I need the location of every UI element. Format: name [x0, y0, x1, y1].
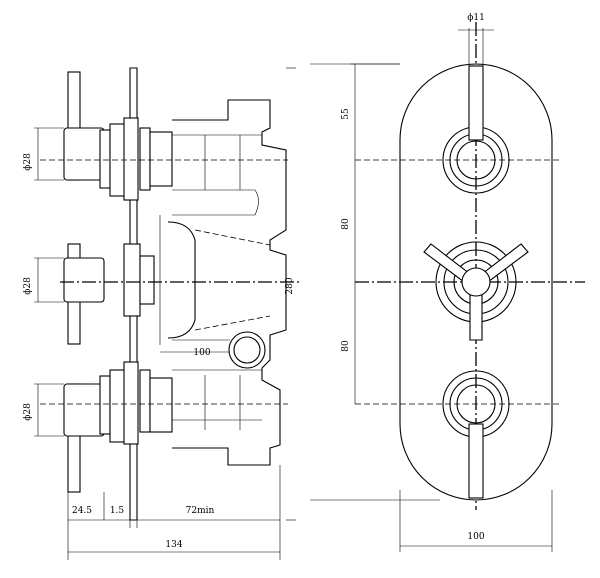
dim-label-port-100: 100 [193, 348, 210, 358]
dim-label-134: 134 [165, 540, 182, 550]
dim-label-phi11: ϕ11 [467, 13, 485, 23]
front-view: ϕ11 55 80 80 100 [310, 13, 585, 552]
dim-label-80-upper: 80 [341, 218, 351, 230]
middle-control [423, 241, 529, 341]
top-handle [63, 71, 173, 201]
central-cavity [167, 221, 196, 339]
dim-label-55: 55 [341, 108, 351, 120]
dim-label-24-5: 24.5 [72, 506, 92, 516]
dim-label-phi28-mid: ϕ28 [23, 277, 33, 295]
dim-label-1-5: 1.5 [110, 506, 125, 516]
dim-label-width-100: 100 [467, 532, 484, 542]
valve-body [172, 99, 287, 466]
dim-label-phi28-top: ϕ28 [23, 153, 33, 171]
dim-label-80-lower: 80 [341, 340, 351, 352]
side-view: ϕ28 ϕ28 ϕ28 280 100 24.5 1.5 72min 134 [23, 67, 300, 560]
dim-label-72min: 72min [186, 506, 215, 516]
top-control [442, 65, 510, 194]
bottom-handle [63, 361, 173, 493]
dim-label-280: 280 [285, 277, 295, 294]
bottom-control [442, 370, 510, 499]
dim-handle-diameters [34, 127, 64, 437]
dim-label-phi28-bottom: ϕ28 [23, 403, 33, 421]
middle-handle [63, 243, 155, 345]
outlet-port [228, 331, 266, 369]
